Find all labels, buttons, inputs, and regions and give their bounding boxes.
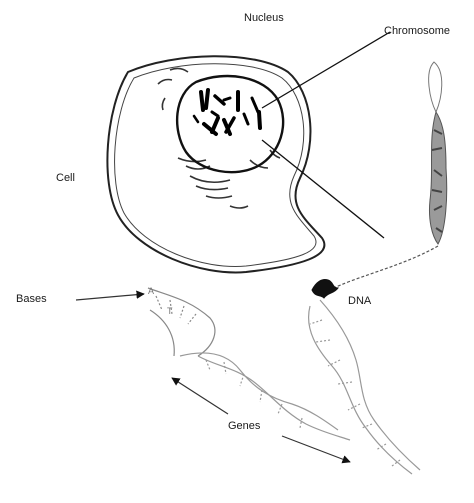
genes-arrow-down	[282, 436, 350, 462]
cell-label: Cell	[56, 172, 75, 184]
chromosome-label: Chromosome	[384, 25, 450, 37]
chromosome-pointer-line	[262, 32, 390, 108]
chromosome-loop	[429, 62, 442, 112]
base-letter-a: A	[148, 286, 154, 296]
chromosome-cluster	[194, 90, 260, 134]
genes-arrow-up	[172, 378, 228, 414]
condensed-chromosome	[429, 62, 447, 244]
genes-label: Genes	[228, 420, 261, 432]
dna-label: DNA	[348, 295, 372, 307]
dna-blob	[312, 279, 338, 298]
bases-arrow	[76, 294, 144, 300]
bases-helix	[148, 288, 215, 356]
cytoplasm-texture	[158, 68, 280, 208]
nucleus-label: Nucleus	[244, 12, 284, 24]
bases-label: Bases	[16, 293, 47, 305]
dna-pointer-line	[262, 140, 384, 238]
nucleus	[177, 76, 283, 172]
dna-strand-link	[322, 246, 438, 292]
dna-double-helix	[180, 300, 420, 474]
base-letter-t: T	[167, 306, 173, 316]
